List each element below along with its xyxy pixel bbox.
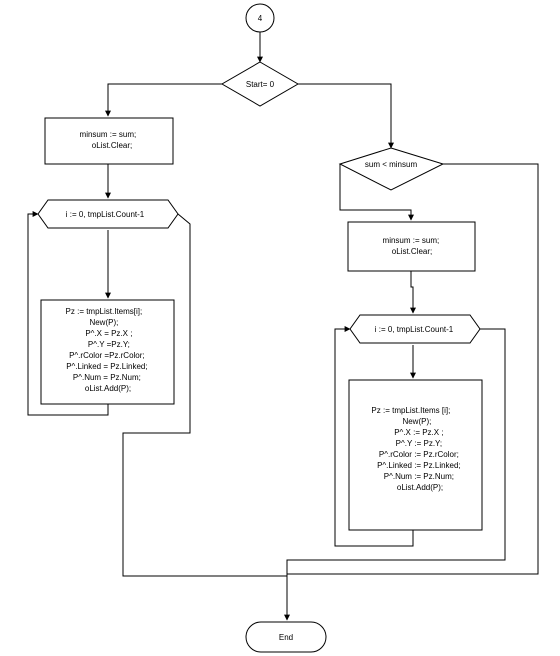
right-loop-block: i := 0, tmpList.Count-1	[349, 314, 481, 344]
right-init-box	[347, 221, 476, 272]
connector-lines	[27, 32, 539, 621]
connector-circle	[245, 3, 275, 33]
edge-left-body-return	[27, 211, 109, 416]
edge-right-init-to-loop	[410, 271, 416, 314]
right-body-line: P^.Linked := Pz.Linked;	[377, 461, 461, 470]
left-body-line: P^.Y =Pz.Y;	[88, 340, 130, 349]
left-body-line: oList.Add(P);	[85, 384, 131, 393]
right-body-line: New(P);	[402, 417, 431, 426]
right-body-block: Pz := tmpList.Items [i]; New(P); P^.X :=…	[348, 379, 483, 531]
left-body-line: P^.Num = Pz.Num;	[73, 373, 141, 382]
edge-start-to-left-init	[105, 83, 222, 117]
right-body-box	[348, 379, 483, 531]
right-loop-hexagon	[349, 314, 481, 344]
right-init-block: minsum := sum; oList.Clear;	[347, 221, 476, 272]
edge-start-to-right-decision	[298, 83, 394, 149]
right-loop-label: i := 0, tmpList.Count-1	[375, 325, 454, 334]
right-init-line: minsum := sum;	[383, 236, 440, 245]
left-loop-hexagon	[37, 199, 179, 229]
left-init-box	[44, 117, 174, 165]
right-body-line: P^.rColor := Pz.rColor;	[379, 450, 459, 459]
left-body-line: P^.Linked = Pz.Linked;	[66, 362, 147, 371]
right-init-text: minsum := sum; oList.Clear;	[383, 236, 442, 256]
connector-node: 4	[245, 3, 275, 33]
edge-right-decision-to-init	[339, 164, 414, 221]
left-loop-label: i := 0, tmpList.Count-1	[66, 210, 145, 219]
left-loop-block: i := 0, tmpList.Count-1	[37, 199, 179, 229]
right-body-line: oList.Add(P);	[397, 483, 443, 492]
right-decision-label: sum < minsum	[365, 160, 418, 169]
left-body-block: Pz := tmpList.Items[i]; New(P); P^.X = P…	[40, 299, 175, 405]
left-body-line: P^.X = Pz.X ;	[85, 329, 132, 338]
left-body-line: P^.rColor =Pz.rColor;	[69, 351, 145, 360]
right-decision-diamond	[338, 147, 445, 191]
end-terminator-shape	[245, 621, 327, 653]
connector-label: 4	[258, 14, 263, 23]
edge-right-decision-bypass	[287, 163, 539, 575]
start-decision-label: Start= 0	[246, 80, 275, 89]
edge-right-body-return	[334, 326, 414, 547]
edge-left-loop-exit	[122, 213, 287, 577]
left-body-text: Pz := tmpList.Items[i]; New(P); P^.X = P…	[66, 307, 150, 393]
right-body-line: P^.Num := Pz.Num;	[384, 472, 454, 481]
right-body-text: Pz := tmpList.Items [i]; New(P); P^.X :=…	[371, 406, 462, 492]
start-decision-diamond	[221, 61, 299, 107]
right-body-line: Pz := tmpList.Items [i];	[371, 406, 450, 415]
left-init-block: minsum := sum; oList.Clear;	[44, 117, 174, 165]
left-body-line: New(P);	[89, 318, 118, 327]
start-decision: Start= 0	[221, 61, 299, 107]
right-decision-block: sum < minsum	[338, 147, 445, 191]
left-body-box	[40, 299, 175, 405]
right-body-line: P^.X := Pz.X ;	[394, 428, 443, 437]
end-terminator-label: End	[279, 633, 293, 642]
left-init-line: minsum := sum;	[80, 130, 137, 139]
left-init-text: minsum := sum; oList.Clear;	[80, 130, 139, 150]
right-init-line: oList.Clear;	[392, 247, 432, 256]
left-body-line: Pz := tmpList.Items[i];	[66, 307, 143, 316]
end-terminator: End	[245, 621, 327, 653]
left-init-line: oList.Clear;	[92, 141, 132, 150]
right-body-line: P^.Y := Pz.Y;	[396, 439, 442, 448]
